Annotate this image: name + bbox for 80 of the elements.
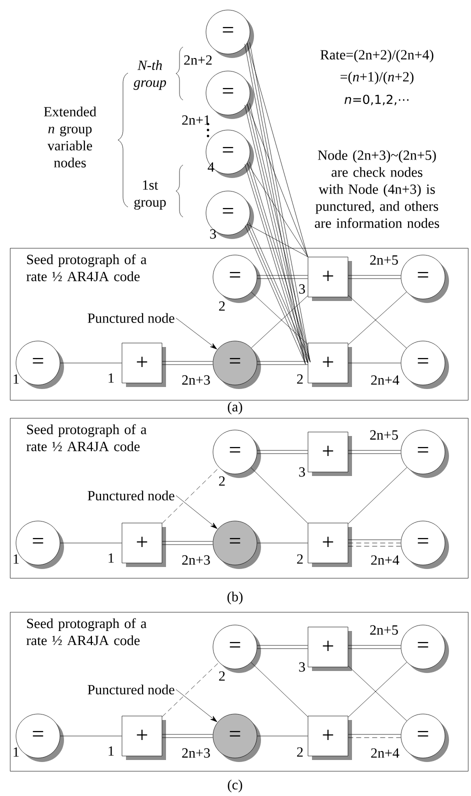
text-label: n=0,1,2,⋯ (344, 94, 408, 106)
node-index-label: 1 (14, 554, 19, 564)
connection-line (162, 544, 213, 545)
connection-line (348, 278, 401, 279)
node-index-label: 1 (108, 373, 114, 383)
connection-line (250, 467, 308, 524)
node-index-label: 2n+3 (182, 748, 210, 758)
node-index-label: 2n+5 (370, 255, 398, 265)
node-index-label: 2 (219, 671, 225, 681)
leader-label: Punctured node (88, 313, 174, 323)
connection-line (247, 42, 308, 257)
connection-line (348, 275, 401, 276)
connection-line (60, 362, 122, 364)
connection-line (257, 275, 308, 276)
text-label: (b) (227, 592, 243, 604)
node-index-label: 2n+4 (371, 555, 400, 565)
connection-line (348, 453, 401, 454)
text-label: (a) (228, 402, 242, 414)
node-index-label: 1 (108, 746, 114, 756)
check-node-square: + (308, 432, 352, 476)
connection-line (348, 542, 401, 544)
node-index-label: 2n+5 (370, 625, 398, 635)
connection-line (348, 737, 401, 738)
connection-line (247, 224, 308, 257)
node-index-label: 2 (297, 374, 303, 384)
node-index-label: 2 (297, 747, 303, 757)
node-index-label: 2n+4 (371, 375, 400, 385)
node-index-label: 2n+5 (370, 430, 398, 440)
node-index-label: 1 (108, 553, 114, 563)
text-label: 1st group (134, 180, 166, 210)
node-index-label: 2 (219, 476, 225, 486)
connection-line (162, 734, 213, 735)
connection-line (257, 361, 308, 362)
connection-line (348, 648, 401, 649)
connection-line (257, 645, 308, 646)
connection-line (257, 450, 308, 451)
connection-line (247, 162, 308, 257)
leader-line (176, 318, 217, 350)
text-label: =(n+1)/(n+2) (340, 72, 414, 84)
connection-line (162, 737, 213, 738)
node-index-label: 3 (299, 662, 305, 672)
text-label: Extended n group variable nodes (44, 106, 96, 168)
node-index-label: 1 (14, 374, 19, 384)
connection-line (250, 662, 308, 717)
connection-line (257, 364, 308, 365)
node-index-label: 1 (14, 747, 19, 757)
connection-line (247, 104, 308, 257)
text-label: (c) (228, 780, 242, 792)
node-index-label: 2n+3 (182, 375, 210, 385)
node-index-label: 2 (297, 554, 303, 564)
node-index-label: 2n+3 (182, 555, 210, 565)
check-node-square: + (308, 626, 352, 671)
connection-line (348, 645, 401, 646)
connection-line (162, 467, 220, 524)
text-label: Node (2n+3)~(2n+5) are check nodes with Node (4n+3) is punctured, and others are information nodes (314, 150, 440, 228)
node-index-label: 3 (299, 467, 305, 477)
connection-line (162, 541, 213, 542)
connection-line (257, 278, 308, 279)
node-index-label: 2n+4 (371, 748, 400, 758)
text-label: N-th group (134, 60, 166, 90)
text-label: Rate=(2n+2)/(2n+4) (320, 50, 434, 62)
connection-line (60, 542, 122, 544)
connection-line (348, 362, 401, 364)
leader-label: Punctured node (88, 684, 174, 694)
connection-line (348, 450, 401, 451)
check-node-square: + (308, 256, 352, 301)
connection-line (257, 453, 308, 454)
leader-line (176, 689, 218, 722)
leader-label: Punctured node (88, 490, 174, 500)
connection-line (162, 364, 213, 365)
connection-line (257, 648, 308, 649)
connection-line (257, 542, 308, 544)
leader-line (176, 495, 218, 529)
node-index-label: 3 (299, 284, 305, 294)
connection-line (162, 361, 213, 362)
check-node-square: + (308, 342, 352, 387)
connection-line (348, 467, 408, 524)
connection-line (162, 662, 220, 717)
node-index-label: 2 (219, 301, 225, 311)
connection-line (348, 734, 401, 735)
